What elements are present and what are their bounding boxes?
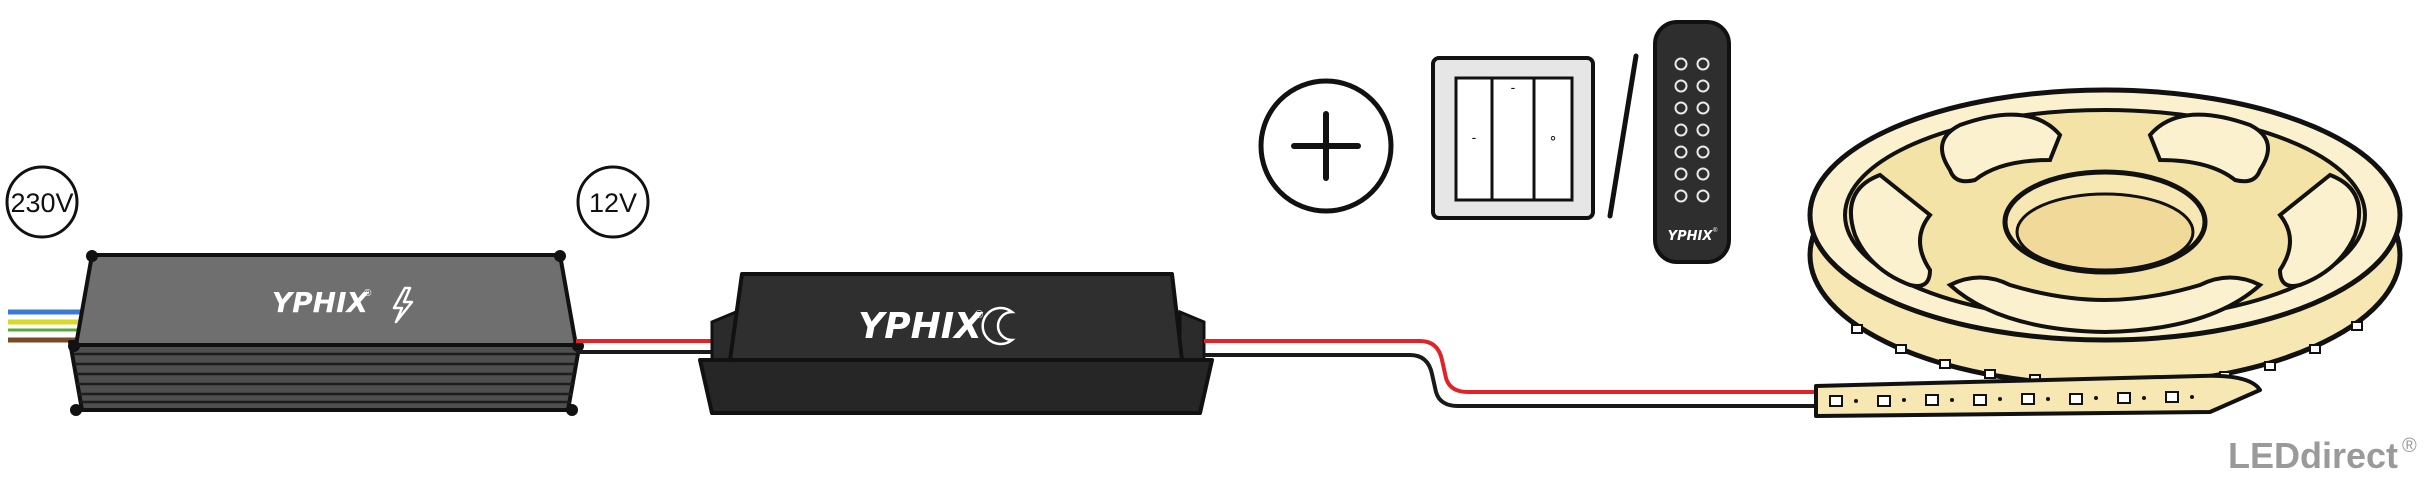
svg-text:®: ®	[1713, 227, 1718, 234]
wall-switch: - - ∘	[1431, 56, 1595, 220]
controller-to-strip-wires	[1204, 339, 1820, 408]
input-voltage-badge: 230V	[5, 165, 79, 239]
psu-brand-label: YPHIX	[272, 286, 370, 319]
leddirect-logo: LEDdirect ®	[2228, 435, 2417, 476]
input-voltage-label: 230V	[10, 188, 73, 218]
svg-text:®: ®	[364, 288, 372, 299]
moon-icon	[981, 306, 1016, 346]
plus-badge	[1258, 78, 1394, 214]
led-strip-reel	[1807, 87, 2403, 418]
output-voltage-badge: 12V	[576, 165, 650, 239]
psu-to-controller-wires	[576, 339, 718, 354]
lightning-icon	[392, 286, 414, 324]
svg-text:∘: ∘	[1549, 129, 1558, 145]
svg-text:®: ®	[975, 309, 983, 321]
remote-brand-label: YPHIX	[1668, 229, 1714, 244]
or-separator	[1607, 53, 1639, 219]
watermark-text: LEDdirect	[2228, 435, 2398, 476]
svg-text:®: ®	[2402, 435, 2417, 457]
power-supply: YPHIX ®	[68, 250, 584, 416]
remote-control: YPHIX ®	[1653, 20, 1731, 264]
controller: YPHIX ®	[698, 272, 1214, 415]
svg-text:-: -	[1472, 129, 1477, 145]
output-voltage-label: 12V	[589, 188, 637, 218]
controller-brand-label: YPHIX	[858, 306, 984, 347]
mains-input-wires	[8, 309, 82, 343]
svg-text:-: -	[1511, 79, 1516, 95]
